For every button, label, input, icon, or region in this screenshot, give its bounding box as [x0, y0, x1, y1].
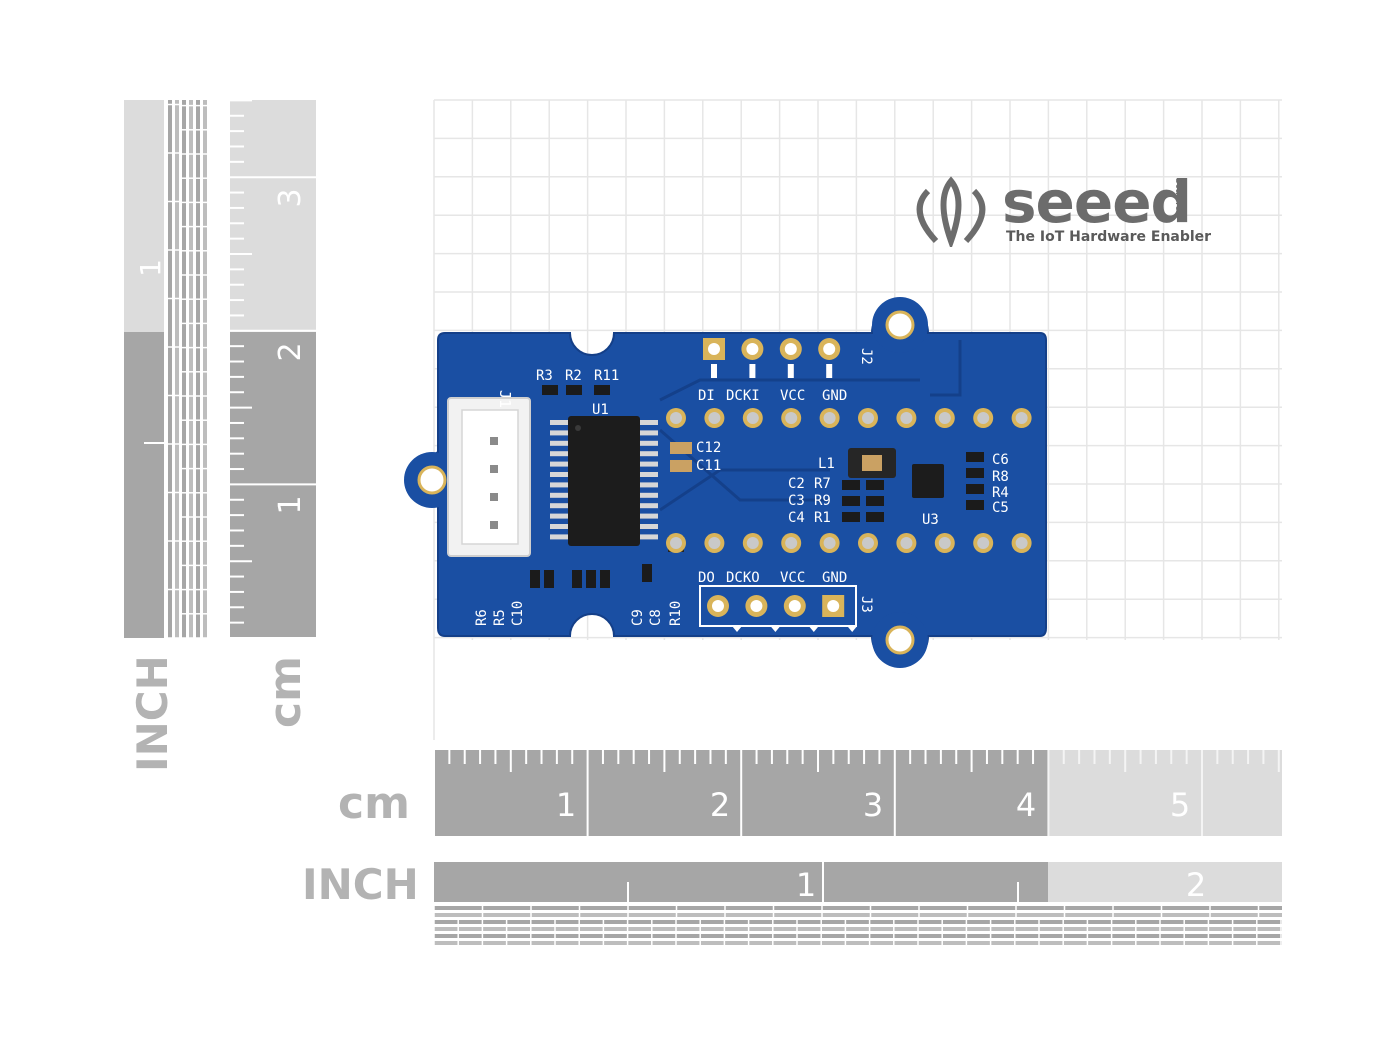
ic-u1: U1: [550, 402, 658, 546]
svg-text:C5: C5: [992, 500, 1009, 516]
svg-text:R10: R10: [668, 601, 684, 626]
brand-sub: studio: [1173, 178, 1186, 212]
pin-label-gnd-bottom: GND: [822, 570, 847, 586]
horizontal-cm-ruler: 1 2 3 4 5: [433, 750, 1282, 836]
label-j3: J3: [858, 596, 874, 613]
svg-text:C12: C12: [696, 440, 721, 456]
smd-components: [530, 385, 984, 588]
v-cm-number-2: 2: [273, 342, 308, 361]
svg-text:R9: R9: [814, 493, 831, 509]
svg-text:C2: C2: [788, 476, 805, 492]
header-j2: [703, 338, 841, 378]
cm-label-vertical: cm: [260, 656, 311, 728]
v-cm-number-3: 3: [273, 188, 308, 207]
pin-label-do: DO: [698, 570, 715, 586]
grove-led-driver-board: J1 U1: [404, 297, 1047, 668]
svg-text:L1: L1: [818, 456, 835, 472]
svg-text:J1: J1: [496, 390, 514, 408]
svg-text:R6: R6: [474, 609, 490, 626]
pin-label-vcc-bottom: VCC: [780, 570, 805, 586]
pin-label-dcko: DCKO: [726, 570, 760, 586]
pin-label-gnd-top: GND: [822, 388, 847, 404]
pin-label-di: DI: [698, 388, 715, 404]
cm-label-horizontal: cm: [338, 778, 410, 829]
svg-text:R11: R11: [594, 368, 619, 384]
seeed-logo-icon: [916, 176, 986, 247]
inch-label-vertical: INCH: [128, 655, 177, 772]
header-j3: [699, 585, 858, 632]
svg-text:C10: C10: [510, 601, 526, 626]
vertical-inch-ruler: [124, 100, 207, 639]
h-inch-number-2: 2: [1186, 866, 1206, 904]
svg-text:C9: C9: [630, 609, 646, 626]
svg-text:R4: R4: [992, 485, 1009, 501]
label-j2: J2: [858, 348, 874, 365]
svg-text:C8: C8: [648, 609, 664, 626]
svg-text:R2: R2: [565, 368, 582, 384]
svg-text:R5: R5: [492, 609, 508, 626]
svg-text:U3: U3: [922, 512, 939, 528]
h-cm-number-1: 1: [556, 786, 576, 824]
svg-text:R1: R1: [814, 510, 831, 526]
svg-text:C11: C11: [696, 458, 721, 474]
pin-label-vcc-top: VCC: [780, 388, 805, 404]
brand-tagline: The IoT Hardware Enabler: [1006, 229, 1212, 245]
pin-label-dcki: DCKI: [726, 388, 760, 404]
svg-text:R8: R8: [992, 469, 1009, 485]
grove-connector-j1: J1: [447, 390, 531, 557]
svg-text:C6: C6: [992, 452, 1009, 468]
svg-text:R7: R7: [814, 476, 831, 492]
inch-label-horizontal: INCH: [302, 860, 419, 909]
h-cm-number-2: 2: [710, 786, 730, 824]
svg-text:R3: R3: [536, 368, 553, 384]
h-cm-number-3: 3: [863, 786, 883, 824]
svg-text:U1: U1: [592, 402, 609, 418]
svg-text:C4: C4: [788, 510, 805, 526]
pin-row-bottom: [666, 533, 1032, 553]
pin-row-top: [666, 408, 1032, 428]
h-cm-number-4: 4: [1016, 786, 1036, 824]
v-inch-number-1: 1: [134, 259, 167, 277]
svg-text:C3: C3: [788, 493, 805, 509]
v-cm-number-1: 1: [273, 495, 308, 514]
horizontal-inch-ruler: 1 2: [433, 862, 1282, 945]
brand-name: seeed: [1002, 168, 1192, 236]
vertical-cm-ruler: 3 2 1 1: [134, 99, 316, 639]
h-inch-number-1: 1: [796, 866, 816, 904]
h-cm-number-5: 5: [1170, 786, 1190, 824]
